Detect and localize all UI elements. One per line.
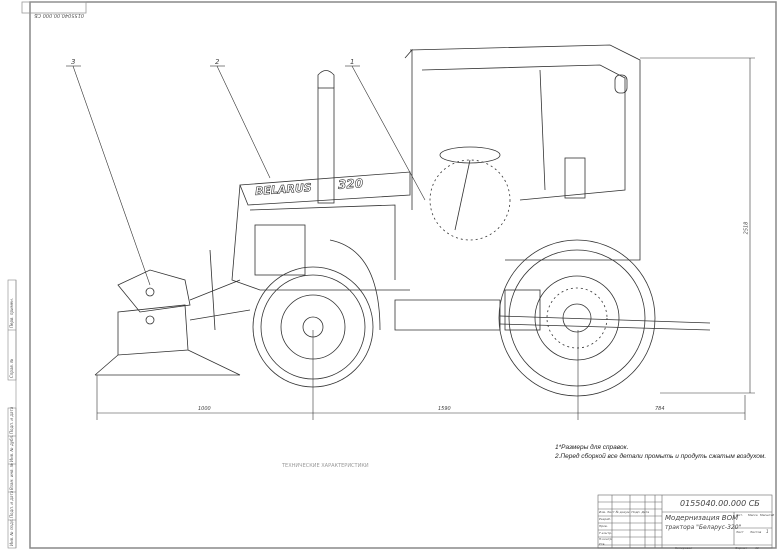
leader-lines <box>66 65 426 286</box>
model-lettering: 320 <box>337 176 364 192</box>
note-1: 1*Размеры для справок. <box>555 444 629 451</box>
chassis <box>394 289 711 331</box>
row-utv: Утв. <box>599 542 606 546</box>
stamp-perv-primen: Перв. примен. <box>9 297 14 328</box>
title-block-code: 0155040.00.000 СБ <box>680 499 760 508</box>
stamp-sprav: Справ. № <box>9 358 14 378</box>
scale-label: Масштаб <box>760 513 775 517</box>
row-prov: Пров. <box>599 524 608 528</box>
dimension-lines <box>96 57 755 420</box>
col-sign: Подп. <box>631 510 641 514</box>
outer-frame <box>29 1 777 549</box>
dimension-front: 1000 <box>198 406 211 412</box>
sheets-label: Листов <box>750 530 762 534</box>
dimension-wheelbase: 1590 <box>438 406 451 412</box>
dimension-rear: 784 <box>655 406 665 412</box>
hood <box>231 171 411 331</box>
stamp-inv-podl: Инв. № подл. <box>9 518 14 546</box>
exhaust-pipe <box>317 70 335 204</box>
row-tkontr: Т.контр. <box>599 531 613 535</box>
col-doc: № докум. <box>615 510 631 514</box>
rotated-drawing-code: 0155040.00.000 СБ <box>34 12 84 18</box>
copied-label: Копировал <box>675 546 693 550</box>
rear-wheel <box>498 239 656 397</box>
mass-label: Масса <box>748 513 758 517</box>
title-col-headers: Изм. Лист № докум. Подп. Дата <box>599 510 649 514</box>
row-nkontr: Н.контр. <box>599 537 613 541</box>
stamp-podp-data-2: Подп. и дата <box>9 490 14 518</box>
leader-number-2: 2 <box>215 58 220 66</box>
leader-number-3: 3 <box>71 58 76 66</box>
col-date: Дата <box>641 510 650 514</box>
format-label: Формат <box>735 546 748 550</box>
format-value: A1 <box>755 546 759 550</box>
stamp-podp-data-1: Подп. и дата <box>9 406 14 434</box>
code-box <box>21 1 87 14</box>
sheet-label: Лист <box>736 530 744 534</box>
title-block-title-2: трактора "Беларус-320" <box>665 524 742 531</box>
col-list: Лист <box>607 510 615 514</box>
row-razrab: Разраб. <box>599 517 611 521</box>
lit-label: Лит. <box>736 513 743 517</box>
side-stamp <box>7 279 17 549</box>
leader-number-1: 1 <box>350 58 355 66</box>
sheets-value: 1 <box>766 529 769 534</box>
stamp-vzam-inv: Взам. инв. № <box>9 462 14 490</box>
title-block-title-1: Модернизация ВОМ <box>665 514 739 522</box>
cab <box>404 44 641 261</box>
col-izm: Изм. <box>599 510 607 514</box>
note-2: 2.Перед сборкой все детали промыть и про… <box>555 453 767 460</box>
title-block-grid <box>597 494 773 549</box>
tech-characteristics-heading: ТЕХНИЧЕСКИЕ ХАРАКТЕРИСТИКИ <box>282 463 369 469</box>
dimension-height: 2518 <box>743 221 750 235</box>
front-blade <box>94 249 251 376</box>
stamp-inv-dubl: Инв. № дубл. <box>9 434 14 462</box>
